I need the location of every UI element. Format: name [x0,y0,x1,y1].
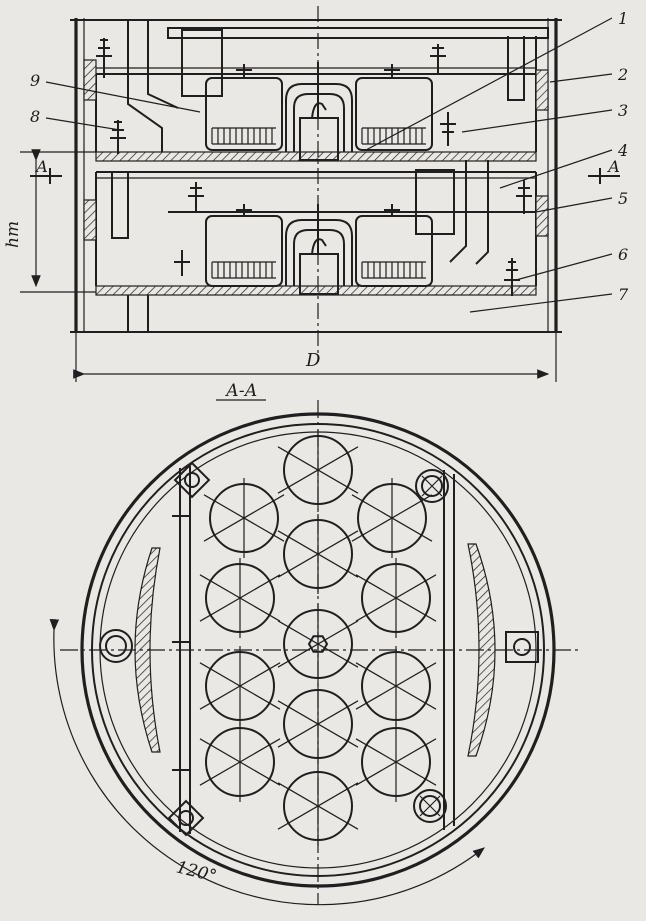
upper-downcomer-right [507,36,525,101]
upper-cap-center [285,62,353,161]
nozzle-left [99,629,133,663]
bubble-cap [351,478,433,558]
callout-leaders [45,17,613,313]
upper-weir [181,29,223,97]
seal-lower-left [83,199,97,241]
lower-weir [415,169,455,235]
tie-rod-lower-left [167,799,205,837]
callout-5: 5 [618,189,628,208]
callout-2: 2 [617,65,628,84]
callout-6: 6 [618,245,628,264]
bubble-cap [355,722,437,802]
bubble-cap [355,646,437,726]
seal-upper-left [83,59,97,101]
callout-7: 7 [618,285,629,304]
seal-lower-right [535,195,549,237]
height-dimension-label: hт [3,221,23,248]
elevation-view: А А hт D 1 2 3 4 5 6 7 8 9 [3,6,629,382]
callout-1: 1 [618,9,628,28]
seal-upper-right [535,69,549,111]
section-marker-left-label: А [35,157,48,176]
bubble-cap [203,478,285,558]
tie-rod-upper-left [173,461,211,499]
lower-downcomer-left [111,171,129,239]
tie-rod-lower-right [413,789,447,823]
cap-grid [199,430,437,846]
bubble-cap [355,558,437,638]
section-marker-right [588,168,620,184]
section-title: А-А [225,381,258,401]
bubble-cap [199,646,281,726]
lower-downcomer-right [449,160,489,265]
upper-downcomer-left [127,20,179,152]
upper-cap-slots [211,128,423,144]
bubble-cap [199,722,281,802]
lower-cap-right [355,215,433,287]
plan-view: А-А [49,381,580,906]
nozzle-right [505,631,539,663]
bubble-cap [277,514,359,594]
bubble-cap [277,604,359,684]
lower-cap-center [285,204,353,295]
callout-8: 8 [30,107,40,126]
bubble-cap [277,430,359,510]
callout-4: 4 [617,141,628,160]
tie-rod-upper-right [415,469,449,503]
top-baffle [167,27,549,39]
bubble-cap [277,766,359,846]
lower-cap-left [205,215,283,287]
bubble-cap [277,684,359,764]
section-marker-right-label: А [607,157,620,176]
angle-arc [49,619,485,906]
drain-pipe [127,295,149,332]
bubble-cap [199,558,281,638]
callout-9: 9 [30,71,40,90]
diameter-dimension-label: D [305,350,321,371]
bolts [96,38,532,296]
callout-3: 3 [618,101,628,120]
